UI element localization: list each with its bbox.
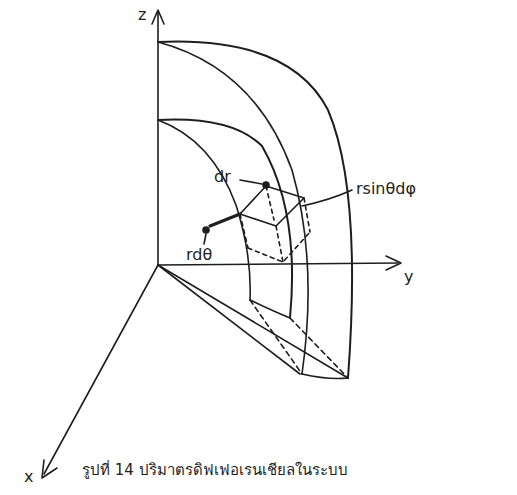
figure-caption: รูปที่ 14 ปริมาตรดิฟเฟอเรนเชียลในระบบ [82, 462, 348, 479]
axis-label: y [404, 268, 413, 286]
z-arrowhead [152, 10, 164, 24]
dimension-label: rdθ [186, 246, 212, 264]
dashed-projection [290, 318, 348, 378]
dimension-label: dr [214, 168, 231, 186]
dr-dot [263, 182, 269, 188]
axis-label: z [138, 6, 146, 24]
rdtheta-edge [210, 214, 240, 226]
axis-label: x [24, 468, 33, 486]
volume-element-dashed-edges [240, 186, 310, 262]
dr-leader [240, 180, 262, 184]
rdtheta-leader [204, 234, 206, 244]
z-axis [157, 12, 159, 265]
volume-element-face [240, 186, 304, 226]
y-arrowhead [386, 256, 401, 270]
x-arrowhead [42, 460, 57, 478]
dimension-label: rsinθdφ [356, 180, 416, 198]
plane-ray [158, 265, 348, 378]
x-axis [44, 265, 158, 474]
outer-meridian [158, 42, 308, 374]
rsin-leader [302, 190, 352, 206]
dashed-projection [250, 300, 302, 374]
volume-element-dashed-base [248, 232, 310, 262]
outer-sphere-arc [158, 42, 352, 378]
plane-ray [158, 265, 300, 374]
inner-sphere-arc [158, 120, 292, 318]
outer-base-arc [302, 374, 348, 379]
rdtheta-dot [203, 227, 209, 233]
